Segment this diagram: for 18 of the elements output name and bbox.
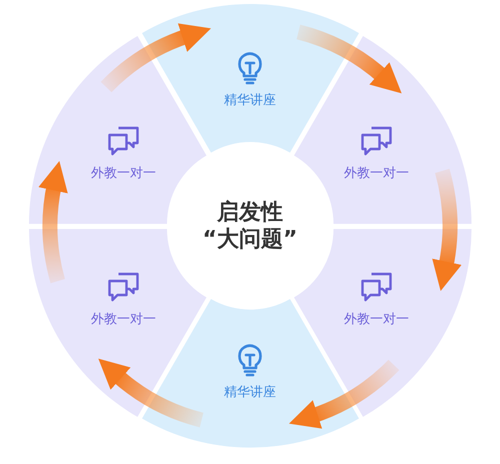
segment-label: 外教一对一 (344, 164, 409, 182)
segment-label: 外教一对一 (91, 164, 156, 182)
sector-segment (294, 228, 472, 416)
segment-label: 外教一对一 (91, 311, 156, 328)
sector-segment (294, 36, 472, 224)
curved-arrow (432, 169, 462, 292)
sector-segment (28, 228, 206, 416)
curved-arrow (38, 160, 68, 283)
curved-arrow (296, 24, 403, 92)
center-title: “大问题” (202, 226, 298, 254)
center-title: 启发性 (217, 198, 283, 226)
curved-arrow (289, 359, 399, 428)
segment-label: 外教一对一 (344, 311, 409, 328)
sector-segment (28, 36, 206, 224)
segment-label: 精华讲座 (224, 92, 276, 109)
curved-arrow (97, 360, 204, 428)
curved-arrow (101, 24, 211, 93)
segment-label: 精华讲座 (224, 384, 276, 401)
